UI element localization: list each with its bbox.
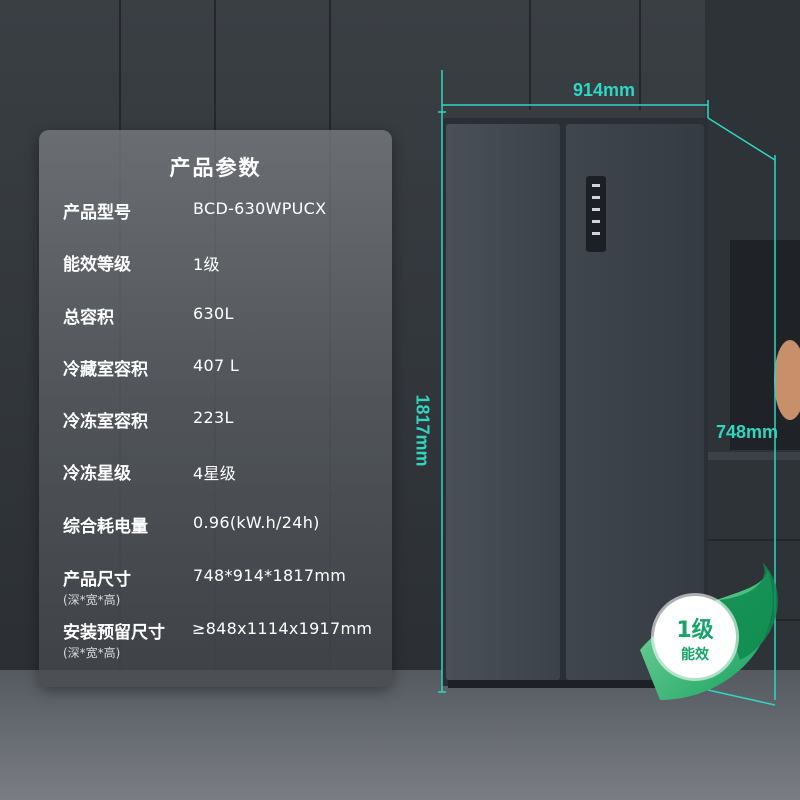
spec-value: 1级	[193, 255, 220, 274]
spec-value: 748*914*1817mm	[193, 566, 347, 585]
badge-level: 1级	[676, 618, 714, 643]
spec-key: 冷藏室容积	[63, 360, 148, 380]
spec-key: 产品型号	[63, 203, 131, 223]
fridge-control-panel	[586, 176, 606, 252]
decor-vase	[774, 340, 800, 420]
energy-efficiency-badge: 1级 能效	[654, 596, 736, 678]
spec-panel-title: 产品参数	[169, 156, 262, 180]
spec-key: 冷冻星级	[63, 464, 131, 484]
control-panel-indicators	[592, 184, 600, 235]
counter-edge	[706, 452, 800, 460]
depth-dimension-label: 748mm	[716, 422, 779, 442]
fridge-right-door	[566, 124, 704, 680]
spec-key: 安装预留尺寸	[63, 623, 165, 643]
spec-value: 0.96(kW.h/24h)	[193, 513, 320, 532]
spec-key-sub: (深*宽*高)	[63, 646, 121, 660]
spec-value: 223L	[193, 408, 234, 427]
spec-key-sub: (深*宽*高)	[63, 593, 121, 607]
spec-value: 630L	[193, 304, 234, 323]
spec-value: 4星级	[193, 464, 237, 483]
fridge-left-door	[446, 124, 560, 680]
fridge-base	[448, 680, 702, 688]
spec-key: 总容积	[63, 308, 114, 328]
spec-key: 冷冻室容积	[63, 412, 148, 432]
spec-value: ≥848x1114x1917mm	[192, 619, 373, 638]
spec-panel: 产品参数 产品型号 BCD-630WPUCX 能效等级 1级 总容积 630L …	[39, 130, 392, 687]
spec-key: 产品尺寸	[63, 570, 131, 590]
spec-key: 综合耗电量	[63, 517, 148, 537]
width-dimension-label: 914mm	[573, 80, 636, 100]
height-dimension-label: 1817mm	[412, 394, 433, 467]
spec-value: BCD-630WPUCX	[193, 199, 327, 218]
spec-key: 能效等级	[63, 255, 131, 275]
badge-label: 能效	[681, 647, 709, 663]
spec-value: 407 L	[193, 356, 240, 375]
